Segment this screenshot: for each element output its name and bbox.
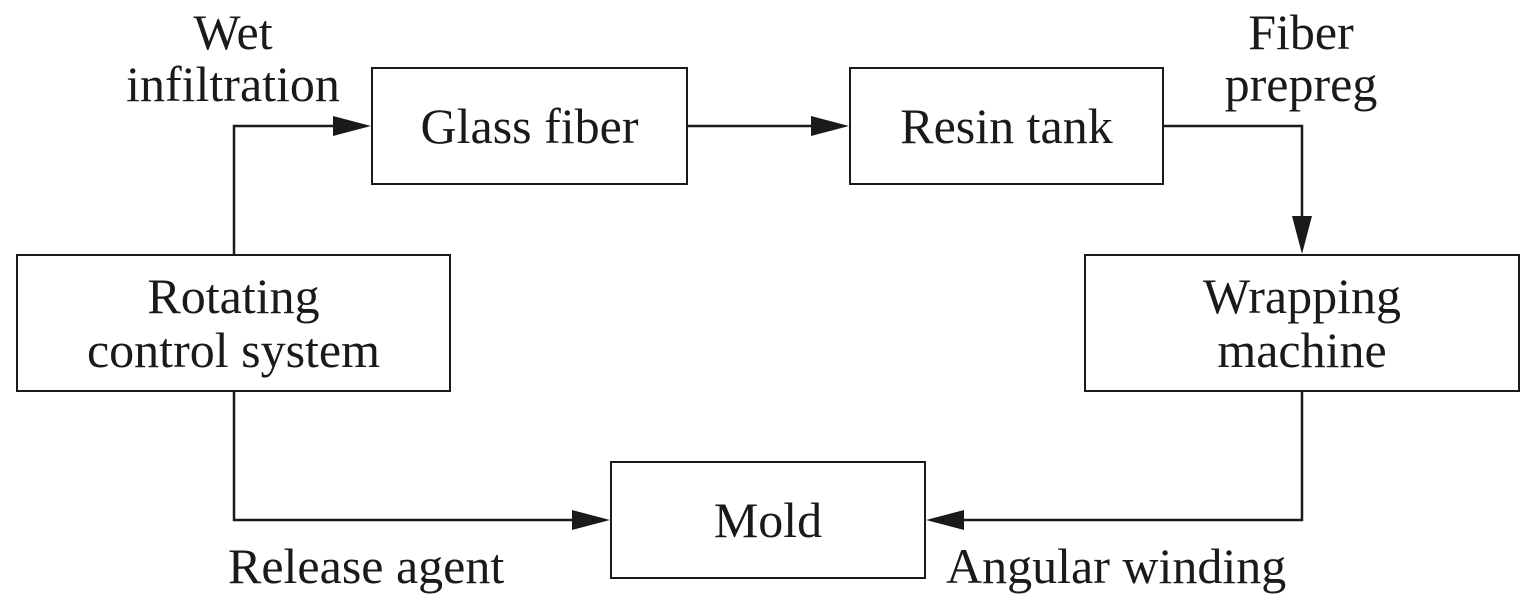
edge-label-wet-infiltration-line2: infiltration [126,56,340,112]
edge-label-wet-infiltration-line1: Wet [193,4,273,60]
node-wrapping-machine-label-line2: machine [1217,322,1387,378]
edge-label-fiber-prepreg: Fiber prepreg [1196,6,1406,110]
arrowhead-wrapping-machine [1292,216,1312,254]
node-wrapping-machine-label-line1: Wrapping [1203,268,1401,324]
node-resin-tank: Resin tank [849,67,1164,185]
arrowhead-glass-fiber [333,116,371,136]
arrowhead-mold-left [572,510,610,530]
node-rotating-control-system-label-line1: Rotating [147,268,320,324]
edge-rotating-to-glass-fiber [232,124,340,255]
node-glass-fiber-label: Glass fiber [420,98,639,154]
node-rotating-control-system: Rotating control system [16,254,451,392]
edge-wrapping-machine-to-mold [958,392,1304,522]
node-glass-fiber: Glass fiber [371,67,688,185]
node-mold-label: Mold [713,492,823,548]
edge-label-release-agent: Release agent [228,538,505,594]
node-rotating-control-system-label-line2: control system [86,322,381,378]
edge-resin-tank-to-wrapping-machine [1164,124,1304,222]
edge-rotating-to-mold [232,392,578,522]
edge-label-angular-winding: Angular winding [946,538,1287,594]
arrowhead-resin-tank [811,116,849,136]
node-resin-tank-label: Resin tank [900,98,1113,154]
node-wrapping-machine: Wrapping machine [1084,254,1520,392]
edge-label-fiber-prepreg-line2: prepreg [1224,56,1378,112]
node-mold: Mold [610,461,926,579]
arrowhead-mold-right [926,510,964,530]
edge-label-fiber-prepreg-line1: Fiber [1248,4,1354,60]
edge-label-wet-infiltration: Wet infiltration [108,6,358,110]
